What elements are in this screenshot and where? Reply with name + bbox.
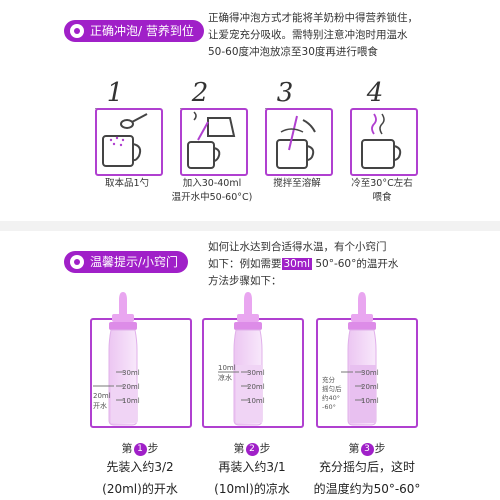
side-label: -60° <box>322 403 336 411</box>
scale-label: 10ml <box>247 397 265 405</box>
step-4-frame <box>350 108 418 176</box>
tips-text: 如下：例如需要 <box>208 258 282 270</box>
bottle-1-scale: 30ml 20ml 10ml <box>122 366 140 408</box>
step-2-caption: 加入30-40ml 温开水中50-60°C) <box>164 177 260 205</box>
scale-label: 30ml <box>361 369 379 377</box>
pour-water-icon <box>187 111 236 169</box>
scale-label: 10ml <box>122 397 140 405</box>
step-text-line: 再装入约3/1 <box>218 460 286 474</box>
step-number-badge: 2 <box>245 443 259 456</box>
side-label: 凉水 <box>218 374 232 382</box>
step-label: 第 <box>121 442 133 455</box>
side-label: 充分 <box>322 376 335 384</box>
desc-line-2: 让爱宠充分吸收。需特别注意冲泡时用温水 <box>208 29 408 41</box>
step-3-frame <box>265 108 333 176</box>
cooling-cup-icon <box>361 113 402 169</box>
highlight-amount: 30ml <box>281 258 313 270</box>
scale-label: 10ml <box>361 397 379 405</box>
side-label: 约40° <box>322 394 341 402</box>
bottle-3 <box>347 292 377 426</box>
scoop-powder-icon <box>102 113 148 167</box>
bottle-3-scale: 30ml 20ml 10ml <box>361 366 379 408</box>
bottle-1-side-label: 20ml 开水 <box>93 391 111 411</box>
tips-line-1: 如何让水达到合适得水温，有个小窍门 <box>208 241 387 253</box>
step-number-text: 1 <box>106 78 124 108</box>
caption-line: 冷至30°C左右 <box>351 178 413 189</box>
step-number-text: 2 <box>191 78 209 108</box>
step-number-badge: 3 <box>360 443 374 456</box>
tips-text: 50°-60°的温开水 <box>312 258 399 270</box>
step-text-line: 先装入约3/2 <box>106 460 174 474</box>
desc-line-1: 正确得冲泡方式才能将羊奶粉中得营养锁住， <box>208 12 418 24</box>
side-label: 10ml <box>218 364 236 372</box>
side-label: 开水 <box>93 402 107 410</box>
step-label: 步 <box>259 442 271 455</box>
step-text-line: (20ml)的开水 <box>102 482 178 496</box>
bottle-frame-1 <box>90 318 192 428</box>
side-label: 20ml <box>93 392 111 400</box>
caption-line: 喂食 <box>372 192 392 203</box>
caption-line: 温开水中50-60°C) <box>171 192 253 203</box>
section-title-brewing: 正确冲泡/ 营养到位 <box>64 20 204 42</box>
scale-label: 20ml <box>361 383 379 391</box>
section-title-text: 温馨提示/小窍门 <box>90 255 179 269</box>
step-label: 第 <box>348 442 360 455</box>
section-title-tips: 温馨提示/小窍门 <box>64 251 189 273</box>
step-label: 步 <box>374 442 386 455</box>
step-label: 第 <box>233 442 245 455</box>
bottle-3-side-label: 充分 摇匀后 约40° -60° <box>322 376 342 412</box>
caption-line: 搅拌至溶解 <box>273 178 321 189</box>
bottle-2-scale: 30ml 20ml 10ml <box>247 366 265 408</box>
section-title-text: 正确冲泡/ 营养到位 <box>90 24 194 38</box>
step-label: 步 <box>147 442 159 455</box>
bottom-step-3-text: 充分摇匀后，这时 的温度约为50°-60° <box>287 456 447 500</box>
scale-label: 30ml <box>247 369 265 377</box>
step-1-caption: 取本品1勺 <box>80 177 174 191</box>
brewing-description: 正确得冲泡方式才能将羊奶粉中得营养锁住， 让爱宠充分吸收。需特别注意冲泡时用温水… <box>208 10 498 61</box>
scale-label: 30ml <box>122 369 140 377</box>
section-divider <box>0 221 500 231</box>
step-2-frame <box>180 108 248 176</box>
tips-line-3: 方法步骤如下： <box>208 275 282 287</box>
bottom-step-2-text: 再装入约3/1 (10ml)的凉水 <box>172 456 332 500</box>
step-text-line: 充分摇匀后，这时 <box>318 460 415 474</box>
desc-line-3: 50-60度冲泡放凉至30度再进行喂食 <box>208 46 378 58</box>
scale-label: 20ml <box>247 383 265 391</box>
bottle-1 <box>108 292 138 426</box>
step-text-line: 的温度约为50°-60° <box>313 482 421 496</box>
side-label: 摇匀后 <box>322 385 342 393</box>
step-number-badge: 1 <box>133 443 147 456</box>
bottle-2 <box>233 292 263 426</box>
bullet-icon <box>70 255 84 269</box>
step-text-line: (10ml)的凉水 <box>214 482 290 496</box>
stir-icon <box>276 115 316 169</box>
step-number-text: 4 <box>366 78 384 108</box>
step-4-caption: 冷至30°C左右 喂食 <box>335 177 429 205</box>
bottom-step-1-text: 先装入约3/2 (20ml)的开水 <box>60 456 220 500</box>
bullet-icon <box>70 24 84 38</box>
scale-label: 20ml <box>122 383 140 391</box>
bottle-2-side-label: 10ml 凉水 <box>218 363 236 383</box>
caption-line: 加入30-40ml <box>182 178 242 189</box>
step-1-frame <box>95 108 163 176</box>
step-number-text: 3 <box>276 78 294 108</box>
caption-line: 取本品1勺 <box>104 178 150 189</box>
step-3-caption: 搅拌至溶解 <box>250 177 344 191</box>
